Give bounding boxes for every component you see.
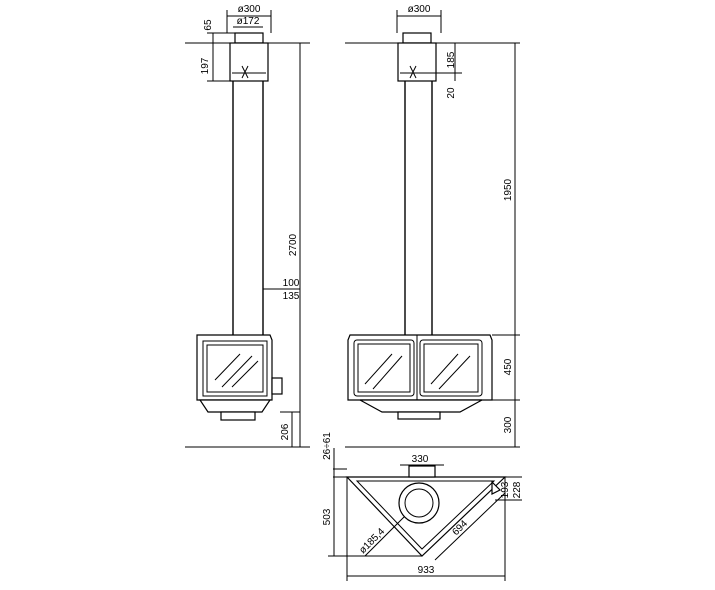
plan-corner-detail [491, 480, 502, 495]
front-view: ø300 ø172 65 197 2700 100 135 206 [185, 4, 310, 448]
front-65-label: 65 [203, 19, 214, 31]
plan-diameter-label: ø185,4 [357, 526, 387, 556]
plan-diameter-leader [364, 516, 405, 557]
front-206-label: 206 [280, 423, 291, 440]
plan-330-label: 330 [412, 454, 429, 465]
front-stove-base [198, 399, 272, 413]
side-view: ø300 185 20 1950 450 300 [345, 4, 520, 448]
front-glass-line-3 [231, 360, 259, 388]
side-right-glass-line-1 [430, 353, 459, 385]
plan-228-label: 228 [512, 481, 523, 498]
front-door-glass [206, 344, 264, 393]
plan-inner-outline [355, 480, 496, 550]
side-left-glass-line-2 [372, 355, 403, 390]
front-197-label: 197 [200, 57, 211, 74]
plan-503-label: 503 [322, 508, 333, 525]
plan-offset-label: 26÷61 [322, 432, 333, 460]
side-top-collar [402, 32, 432, 44]
front-side-handle [271, 377, 283, 395]
side-plate-mark-2 [409, 65, 417, 79]
side-door-left-glass [357, 343, 411, 393]
plan-outlet [408, 465, 436, 478]
side-stove-base [359, 399, 483, 413]
front-d172-label: ø172 [237, 16, 260, 27]
side-185-label: 185 [446, 51, 457, 68]
side-left-glass-line-1 [364, 353, 393, 385]
front-d300-label: ø300 [238, 4, 261, 15]
front-top-collar [234, 32, 264, 44]
front-135-label: 135 [283, 291, 300, 302]
side-20-label: 20 [446, 87, 457, 99]
front-glass-line-1 [214, 353, 241, 381]
side-ceiling-plate [397, 42, 437, 82]
side-door-right-glass [423, 343, 479, 393]
side-450-label: 450 [503, 358, 514, 375]
front-100-label: 100 [283, 278, 300, 289]
plan-flue-inner [404, 488, 434, 518]
plan-view: 330 26÷61 503 ø185,4 694 193 228 933 [322, 432, 523, 581]
side-300-label: 300 [503, 416, 514, 433]
side-foot [397, 411, 441, 420]
front-2700-label: 2700 [288, 233, 299, 256]
front-ceiling-plate [229, 42, 269, 82]
front-plate-mark-2 [241, 65, 249, 79]
plan-933-label: 933 [418, 565, 435, 576]
plan-694-line [434, 492, 506, 561]
front-foot [220, 411, 256, 421]
side-right-glass-line-2 [438, 355, 471, 390]
front-glass-line-2 [221, 355, 253, 388]
side-d300-label: ø300 [408, 4, 431, 15]
side-1950-label: 1950 [503, 178, 514, 201]
